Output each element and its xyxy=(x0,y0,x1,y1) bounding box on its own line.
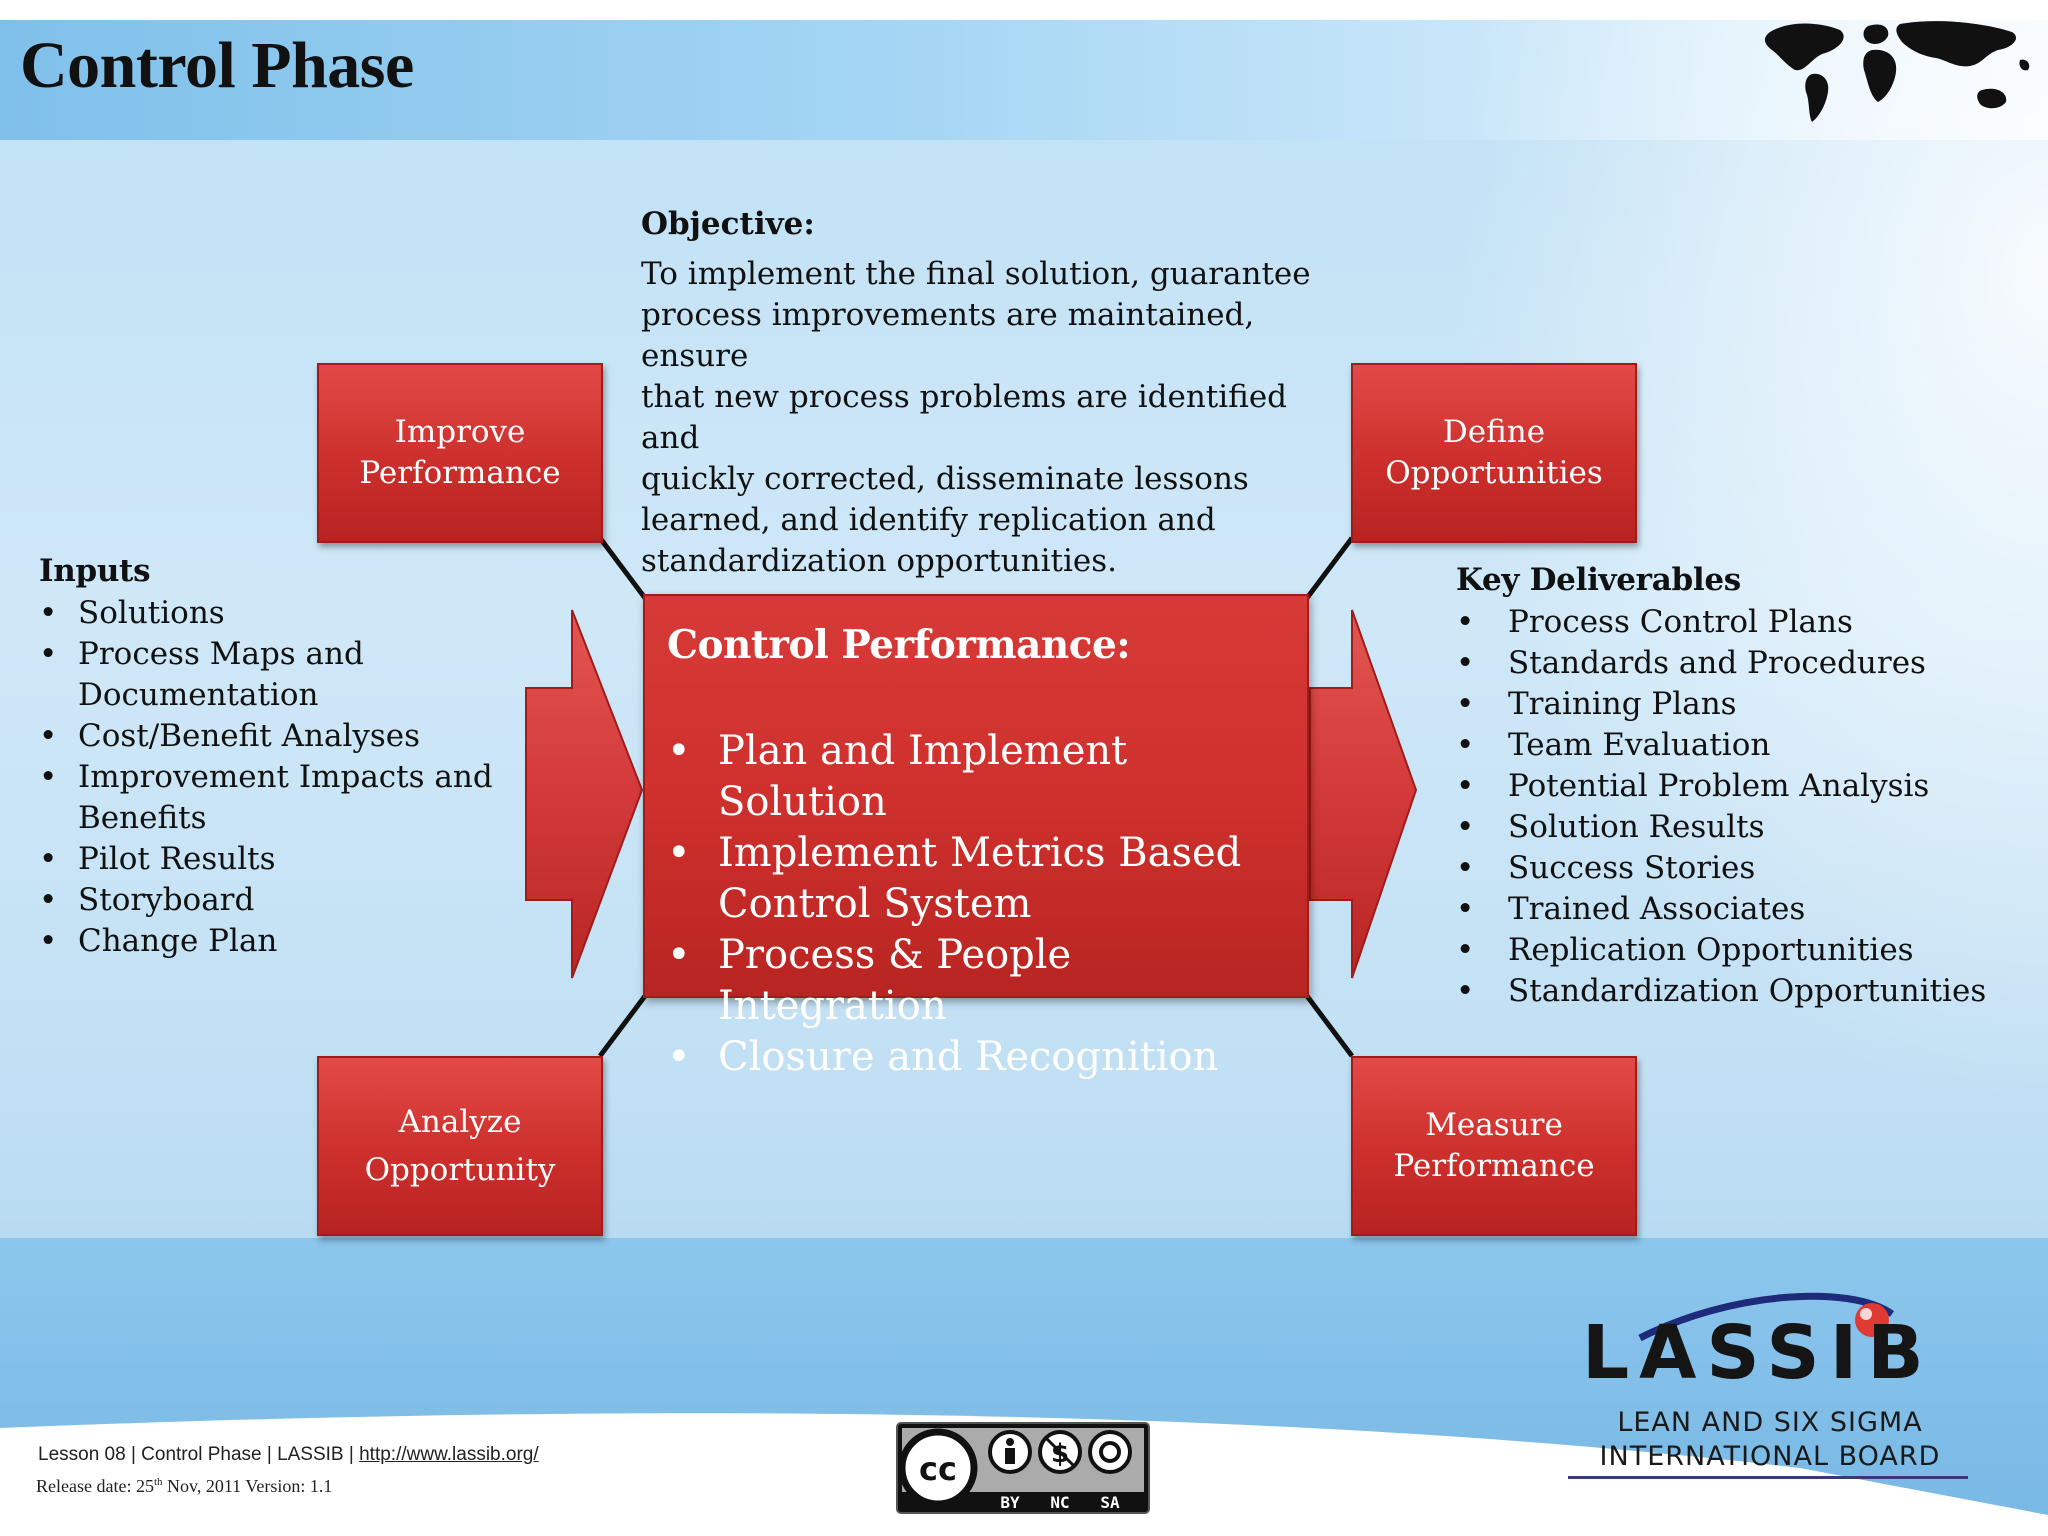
list-item: Benefits xyxy=(78,800,207,836)
objective-line: that new process problems are identified… xyxy=(641,379,1288,456)
list-item: Change Plan xyxy=(39,921,493,962)
list-item: Documentation xyxy=(78,677,319,713)
box-label: Opportunity xyxy=(364,1152,556,1188)
deliverables-list: Process Control Plans Standards and Proc… xyxy=(1456,602,1986,1012)
list-item: Storyboard xyxy=(39,880,493,921)
improve-performance-box: Improve Performance xyxy=(317,363,603,543)
list-item: Standardization Opportunities xyxy=(1456,971,1986,1012)
list-item: Potential Problem Analysis xyxy=(1456,766,1986,807)
center-list: Plan and Implement Solution Implement Me… xyxy=(667,726,1307,1083)
connector-line-analyze xyxy=(598,994,647,1058)
box-label: Performance xyxy=(1393,1148,1595,1184)
box-label: Analyze xyxy=(398,1104,522,1140)
box-label: Performance xyxy=(359,455,561,491)
box-label: Define xyxy=(1442,414,1546,450)
list-item: Plan and Implement Solution xyxy=(667,726,1307,828)
deliverables-title: Key Deliverables xyxy=(1456,562,1741,598)
list-item: Implement Metrics Based xyxy=(667,828,1307,879)
cc-by-label: BY xyxy=(1000,1493,1020,1512)
analyze-opportunity-box: Analyze Opportunity xyxy=(317,1056,603,1236)
world-map-icon xyxy=(1764,21,2030,122)
lassib-logo-arc xyxy=(1638,1292,1895,1342)
box-label: Opportunities xyxy=(1385,455,1603,491)
list-item: Closure and Recognition xyxy=(667,1032,1307,1083)
list-item: Replication Opportunities xyxy=(1456,930,1986,971)
cc-nc-label: NC xyxy=(1050,1493,1069,1512)
cc-icon xyxy=(898,1428,978,1508)
control-performance-box: Control Performance: Plan and Implement … xyxy=(643,594,1309,1083)
footer-link[interactable]: http://www.lassib.org/ xyxy=(359,1444,539,1465)
list-item: Success Stories xyxy=(1456,848,1986,889)
list-item: Team Evaluation xyxy=(1456,725,1986,766)
release-sup: th xyxy=(153,1476,163,1488)
list-item: Process Control Plans xyxy=(1456,602,1986,643)
list-item: Process Maps and xyxy=(39,634,493,675)
lassib-tagline-2: INTERNATIONAL BOARD xyxy=(1599,1441,1941,1472)
objective-text: To implement the final solution, guarant… xyxy=(641,254,1341,582)
list-item: Solutions xyxy=(39,593,493,634)
sa-icon xyxy=(1088,1430,1132,1474)
lassib-underline xyxy=(1568,1476,1968,1479)
list-item: Training Plans xyxy=(1456,684,1986,725)
footer-lesson-text: Lesson 08 | Control Phase | LASSIB | xyxy=(38,1444,354,1465)
page-title: Control Phase xyxy=(20,29,414,102)
list-item: Trained Associates xyxy=(1456,889,1986,930)
center-title: Control Performance: xyxy=(667,622,1131,668)
list-item: Pilot Results xyxy=(39,839,493,880)
release-suffix: Nov, 2011 Version: 1.1 xyxy=(162,1476,333,1496)
objective-line: learned, and identify replication and xyxy=(641,502,1216,538)
list-item: Process & People Integration xyxy=(667,930,1307,1032)
release-prefix: Release date: 25 xyxy=(36,1476,154,1496)
release-date: Release date: 25th Nov, 2011 Version: 1.… xyxy=(36,1476,332,1497)
objective-line: standardization opportunities. xyxy=(641,543,1118,579)
inputs-title: Inputs xyxy=(39,553,151,589)
list-item: Standards and Procedures xyxy=(1456,643,1986,684)
connector-line-measure xyxy=(1305,994,1354,1058)
objective-line: quickly corrected, disseminate lessons xyxy=(641,461,1249,497)
lassib-tagline-1: LEAN AND SIX SIGMA xyxy=(1617,1407,1923,1438)
creative-commons-badge: cc $ BY NC SA xyxy=(896,1422,1150,1514)
objective-line: process improvements are maintained, ens… xyxy=(641,297,1255,374)
list-item: Solution Results xyxy=(1456,807,1986,848)
inputs-list: Solutions Process Maps and Documentation… xyxy=(39,593,493,962)
list-item: Improvement Impacts and xyxy=(39,757,493,798)
measure-performance-box: Measure Performance xyxy=(1351,1056,1637,1236)
objective-line: To implement the final solution, guarant… xyxy=(641,256,1311,292)
objective-label: Objective: xyxy=(641,206,815,242)
list-item: Control System xyxy=(718,881,1032,927)
list-item: Cost/Benefit Analyses xyxy=(39,716,493,757)
lassib-wordmark: LASSIB xyxy=(1582,1310,1934,1396)
define-opportunities-box: Define Opportunities xyxy=(1351,363,1637,543)
connector-line-improve xyxy=(598,536,647,600)
slide: Control Phase Objective: To implement th… xyxy=(0,20,2048,1515)
box-label: Improve xyxy=(394,414,526,450)
footer-lesson: Lesson 08 | Control Phase | LASSIB | htt… xyxy=(38,1444,539,1466)
box-label: Measure xyxy=(1425,1107,1563,1143)
cc-sa-label: SA xyxy=(1100,1493,1120,1512)
svg-text:cc: cc xyxy=(919,1450,957,1488)
input-arrow xyxy=(525,609,644,979)
